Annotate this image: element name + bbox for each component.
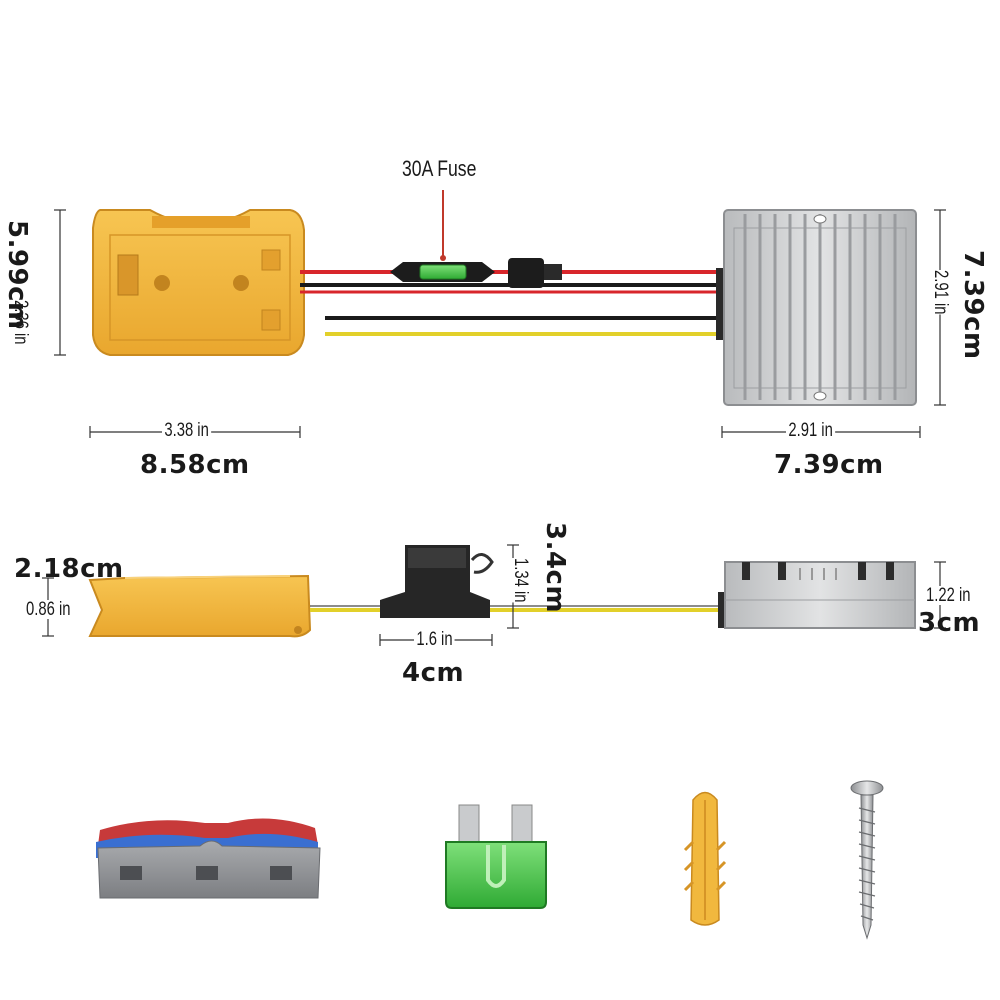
wall-anchor-icon bbox=[683, 791, 727, 926]
converter-side-in: 1.22 in bbox=[926, 585, 971, 606]
fuse-icon bbox=[390, 190, 562, 288]
converter-height-in: 2.91 in bbox=[930, 270, 951, 315]
fuseholder-height-cm: 3.4cm bbox=[540, 522, 570, 614]
fuseholder-width-in: 1.6 in bbox=[414, 630, 455, 649]
fuseholder-width-cm: 4cm bbox=[402, 658, 465, 688]
battery-width-in: 3.38 in bbox=[162, 421, 212, 440]
wire-connector-icon bbox=[96, 818, 321, 899]
converter-width-cm: 7.39cm bbox=[774, 450, 884, 480]
battery-adapter bbox=[92, 209, 305, 356]
battery-side-in: 0.86 in bbox=[26, 599, 71, 620]
converter-side bbox=[718, 561, 916, 629]
fuse-holder-side bbox=[380, 545, 494, 618]
converter-width-in: 2.91 in bbox=[786, 421, 836, 440]
blade-fuse-icon bbox=[445, 804, 547, 909]
battery-side-cm: 2.18cm bbox=[14, 554, 124, 584]
converter-height-cm: 7.39cm bbox=[958, 250, 988, 360]
screw-icon bbox=[850, 780, 884, 940]
battery-adapter-side bbox=[88, 574, 312, 638]
battery-height-cm: 5.99cm bbox=[2, 220, 32, 330]
fuseholder-height-in: 1.34 in bbox=[510, 558, 531, 603]
converter-icon bbox=[716, 209, 917, 406]
wire-bundle bbox=[300, 270, 724, 336]
converter-side-cm: 3cm bbox=[918, 608, 981, 638]
battery-width-cm: 8.58cm bbox=[140, 450, 250, 480]
fuse-label: 30A Fuse bbox=[402, 156, 477, 181]
